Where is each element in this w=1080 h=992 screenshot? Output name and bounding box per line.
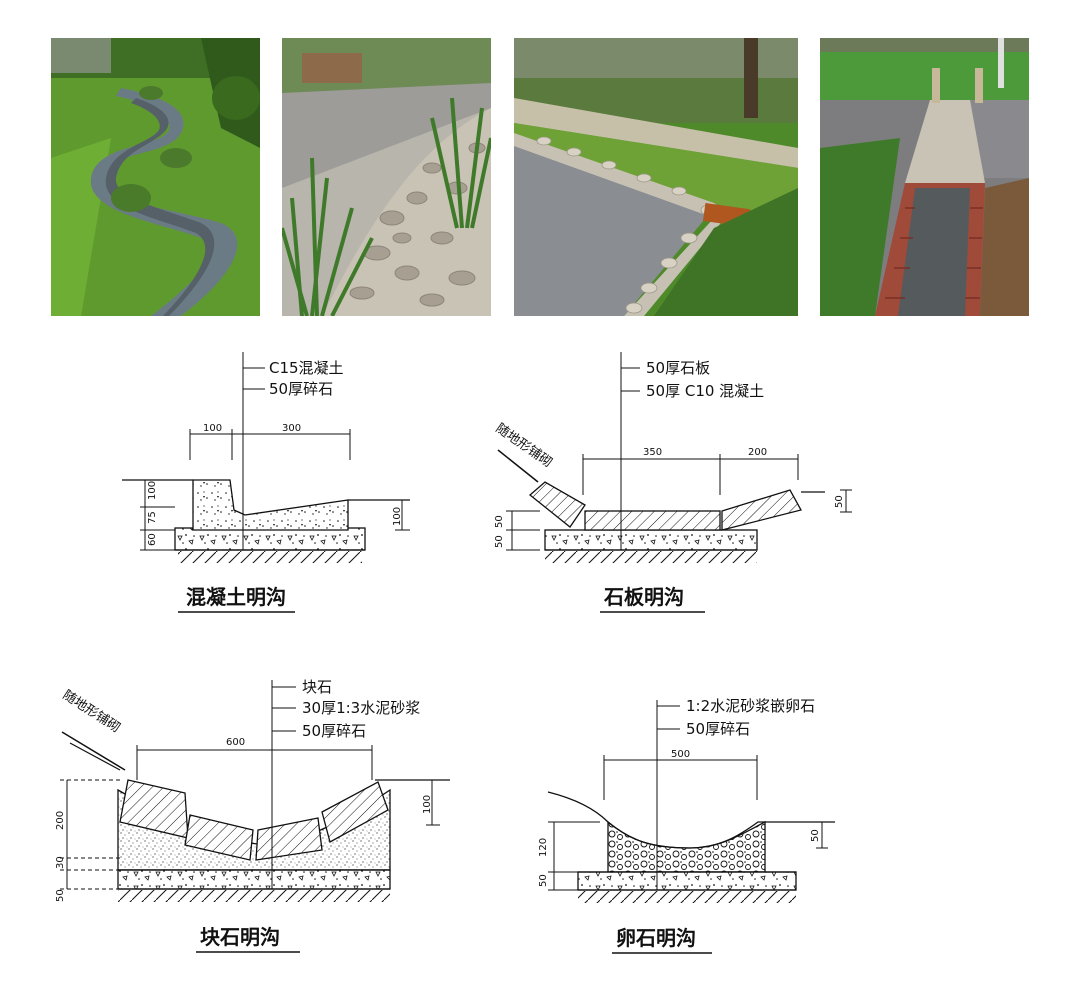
dim-top-1: 100 [203, 423, 222, 434]
callout-c10-concrete: 50厚 C10 混凝土 [646, 382, 764, 400]
dim-top-2: 200 [748, 447, 767, 458]
dim-right-1: 100 [422, 795, 433, 814]
title-pebble-ditch: 卵石明沟 [616, 926, 696, 950]
dim-left-3: 50 [55, 889, 66, 902]
callout-block-stone: 块石 [302, 678, 332, 696]
dim-right-1: 50 [810, 829, 821, 842]
title-block-stone-ditch: 块石明沟 [200, 925, 280, 949]
dim-top-1: 500 [671, 749, 690, 760]
callout-gravel-50: 50厚碎石 [269, 380, 333, 398]
callout-gravel-50: 50厚碎石 [302, 722, 366, 740]
dim-left-2: 50 [538, 874, 549, 887]
block-stone-ditch-drawing [60, 680, 450, 953]
photo-cobble-ditch [282, 38, 491, 316]
dim-left-2: 50 [494, 535, 505, 548]
side-note-slab: 随地形铺砌 [493, 421, 555, 471]
dim-top-2: 300 [282, 423, 301, 434]
dim-left-2: 30 [55, 856, 66, 869]
concrete-ditch-drawing [122, 352, 410, 613]
dim-top-1: 350 [643, 447, 662, 458]
dim-left-3: 60 [147, 533, 158, 546]
dim-right-1: 50 [834, 495, 845, 508]
dim-left-1: 50 [494, 515, 505, 528]
slab-ditch-drawing [497, 352, 852, 613]
callout-mortar-pebble: 1:2水泥砂浆嵌卵石 [686, 697, 815, 715]
photo-stone-swale [51, 38, 260, 316]
photo-brick-channel [820, 38, 1029, 316]
side-note-block: 随地形铺砌 [60, 688, 123, 736]
callout-c15-concrete: C15混凝土 [269, 359, 344, 377]
callout-mortar-30: 30厚1:3水泥砂浆 [302, 699, 420, 717]
title-slab-ditch: 石板明沟 [603, 585, 684, 609]
dim-left-1: 200 [55, 811, 66, 830]
callout-slab-50: 50厚石板 [646, 359, 710, 377]
title-concrete-ditch: 混凝土明沟 [186, 585, 286, 609]
pebble-ditch-drawing [547, 700, 835, 954]
dim-left-1: 100 [147, 481, 158, 500]
dim-left-2: 75 [147, 511, 158, 524]
dim-top-1: 600 [226, 737, 245, 748]
callout-gravel-50: 50厚碎石 [686, 720, 750, 738]
dim-right-1: 100 [392, 507, 403, 526]
photo-pebble-channel [514, 38, 798, 316]
dim-left-1: 120 [538, 838, 549, 857]
